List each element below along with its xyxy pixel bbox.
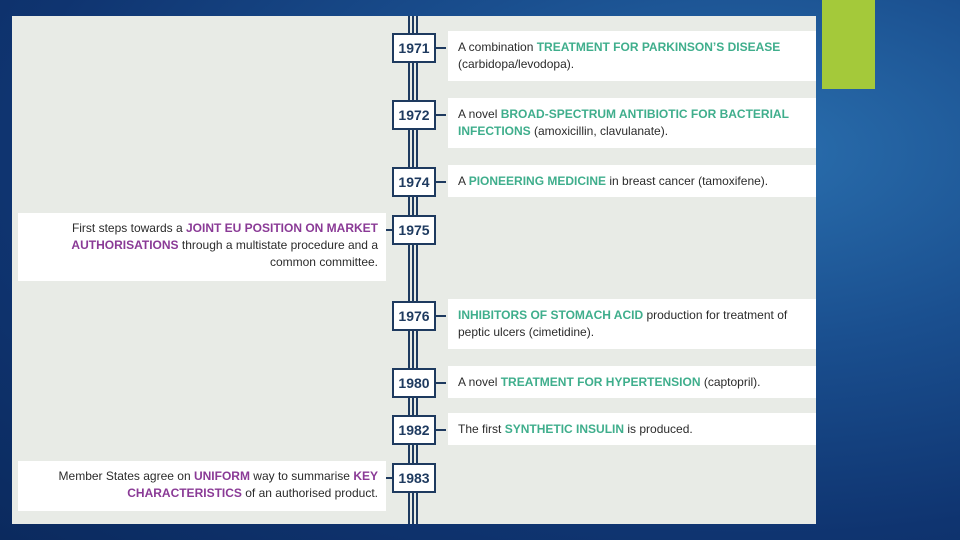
connector — [436, 429, 446, 431]
connector — [436, 181, 446, 183]
connector — [436, 315, 446, 317]
year-badge-1982: 1982 — [392, 415, 436, 445]
year-badge-1983: 1983 — [392, 463, 436, 493]
connector — [436, 382, 446, 384]
timeline-panel: 1971 A combination TREATMENT FOR PARKINS… — [12, 16, 816, 524]
year-badge-1975: 1975 — [392, 215, 436, 245]
accent-bar — [822, 0, 875, 89]
event-card-1982: The first SYNTHETIC INSULIN is produced. — [448, 413, 816, 445]
year-badge-1976: 1976 — [392, 301, 436, 331]
connector — [436, 114, 446, 116]
connector — [382, 477, 392, 479]
year-badge-1971: 1971 — [392, 33, 436, 63]
connector — [436, 47, 446, 49]
event-card-1971: A combination TREATMENT FOR PARKINSON’S … — [448, 31, 816, 81]
year-badge-1974: 1974 — [392, 167, 436, 197]
year-badge-1980: 1980 — [392, 368, 436, 398]
event-card-1974: A PIONEERING MEDICINE in breast cancer (… — [448, 165, 816, 197]
connector — [382, 229, 392, 231]
year-badge-1972: 1972 — [392, 100, 436, 130]
timeline-spine — [408, 16, 418, 524]
event-card-1980: A novel TREATMENT FOR HYPERTENSION (capt… — [448, 366, 816, 398]
event-card-1983: Member States agree on UNIFORM way to su… — [18, 461, 386, 511]
event-card-1972: A novel BROAD-SPECTRUM ANTIBIOTIC FOR BA… — [448, 98, 816, 148]
event-card-1975: First steps towards a JOINT EU POSITION … — [18, 213, 386, 281]
event-card-1976: INHIBITORS OF STOMACH ACID production fo… — [448, 299, 816, 349]
